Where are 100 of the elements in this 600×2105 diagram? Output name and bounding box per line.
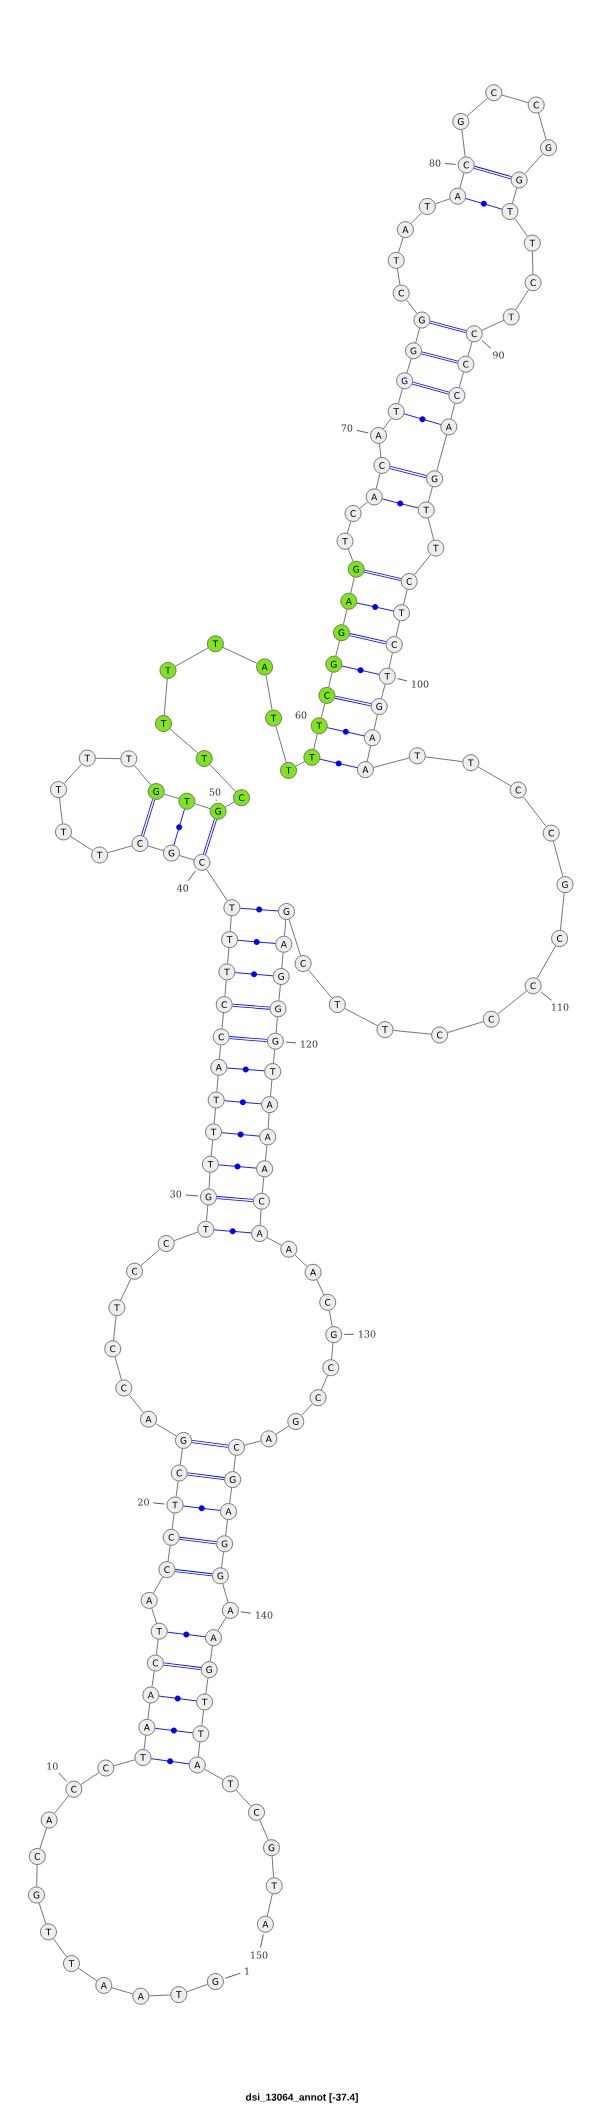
- position-number: 100: [412, 680, 429, 688]
- backbone-line: [140, 1248, 161, 1267]
- backbone-line: [273, 1049, 276, 1064]
- base-pair-line: [429, 320, 467, 334]
- backbone-line: [261, 1176, 265, 1194]
- position-number: 120: [301, 1040, 318, 1048]
- backbone-line: [235, 1789, 252, 1807]
- backbone-line: [95, 757, 121, 760]
- backbone-line: [522, 796, 547, 827]
- backbone-line: [373, 714, 378, 730]
- backbone-line: [275, 1016, 278, 1034]
- backbone-line: [405, 299, 418, 314]
- backbone-line: [128, 1394, 144, 1414]
- base-pair-line: [218, 1163, 257, 1170]
- backbone-line: [163, 793, 180, 800]
- backbone-line: [275, 1425, 290, 1435]
- backbone-line: [205, 1677, 209, 1694]
- backbone-line: [36, 1864, 38, 1888]
- backbone-line: [264, 1144, 268, 1161]
- backbone-line: [224, 979, 227, 997]
- backbone-line: [209, 1645, 213, 1662]
- backbone-line: [174, 647, 209, 667]
- backbone-line: [278, 984, 281, 1001]
- backbone-line: [222, 1583, 229, 1603]
- position-number: 20: [138, 1498, 149, 1506]
- backbone-line: [267, 1112, 270, 1129]
- backbone-line: [148, 1994, 171, 1997]
- position-number: 110: [552, 1003, 569, 1011]
- backbone-line: [217, 1617, 227, 1631]
- base-pair-line: [226, 1066, 265, 1073]
- backbone-line: [450, 403, 456, 420]
- backbone-line: [133, 764, 152, 786]
- position-number: 90: [493, 351, 504, 359]
- backbone-line: [359, 501, 368, 509]
- backbone-line: [316, 1279, 325, 1296]
- position-number: 40: [176, 884, 189, 892]
- backbone-line: [227, 947, 230, 964]
- position-number: 80: [429, 159, 441, 167]
- backbone-line: [169, 728, 199, 754]
- position-number: 50: [209, 788, 221, 796]
- backbone-line: [294, 1254, 308, 1267]
- backbone-line: [222, 646, 258, 664]
- backbone-line: [477, 766, 512, 787]
- backbone-line: [179, 1448, 183, 1466]
- backbone-line: [208, 1172, 211, 1189]
- base-pair-line: [412, 381, 450, 395]
- backbone-line: [532, 251, 534, 275]
- backbone-line: [395, 620, 401, 637]
- backbone-line: [281, 952, 284, 969]
- backbone-line: [447, 1021, 484, 1033]
- backbone-line: [78, 1967, 98, 1982]
- backbone-line: [259, 1209, 262, 1226]
- backbone-line: [209, 764, 237, 793]
- backbone-line: [152, 1576, 164, 1594]
- base-pair-line: [174, 1569, 213, 1577]
- backbone-line: [266, 1237, 282, 1246]
- backbone-line: [225, 1519, 228, 1536]
- backbone-line: [459, 172, 465, 189]
- backbone-line: [163, 678, 168, 716]
- backbone-line: [295, 761, 305, 767]
- backbone-line: [221, 1012, 224, 1029]
- backbone-line: [173, 1231, 199, 1242]
- backbone-line: [120, 1278, 132, 1301]
- backbone-line: [427, 517, 435, 541]
- backbone-line: [552, 840, 564, 877]
- base-pair-line: [191, 1440, 229, 1448]
- base-pair-line: [228, 1036, 268, 1043]
- position-number: 140: [256, 1611, 273, 1619]
- position-number: 60: [295, 711, 307, 719]
- backbone-line: [155, 1423, 177, 1437]
- base-pair-line: [421, 351, 459, 364]
- base-pair-line: [213, 1228, 252, 1235]
- base-pair-line: [182, 1505, 221, 1512]
- backbone-line: [379, 443, 382, 458]
- backbone-line: [524, 153, 544, 175]
- backbone-line: [514, 217, 528, 237]
- backbone-line: [436, 434, 447, 472]
- backbone-line: [210, 1139, 214, 1157]
- backbone-line: [219, 1044, 221, 1060]
- backbone-line: [328, 672, 333, 688]
- backbone-line: [275, 725, 287, 763]
- backbone-line: [80, 1772, 100, 1785]
- backbone-line: [265, 674, 273, 711]
- backbone-line: [434, 198, 451, 205]
- backbone-line: [461, 129, 466, 158]
- backbone-line: [388, 652, 393, 669]
- base-pair-line: [158, 1695, 197, 1702]
- backbone-line: [458, 371, 464, 388]
- backbone-line: [397, 268, 401, 286]
- backbone-line: [53, 1938, 67, 1958]
- backbone-line: [403, 589, 408, 605]
- base-pair-line: [349, 633, 387, 645]
- base-pair-line: [363, 569, 402, 582]
- base-pair-line: [341, 665, 380, 675]
- base-pair-line: [186, 1472, 225, 1481]
- backbone-line: [70, 836, 93, 851]
- backbone-line: [271, 1855, 275, 1878]
- base-pair-line: [203, 818, 217, 855]
- backbone-line: [398, 388, 403, 404]
- backbone-line: [201, 1709, 205, 1726]
